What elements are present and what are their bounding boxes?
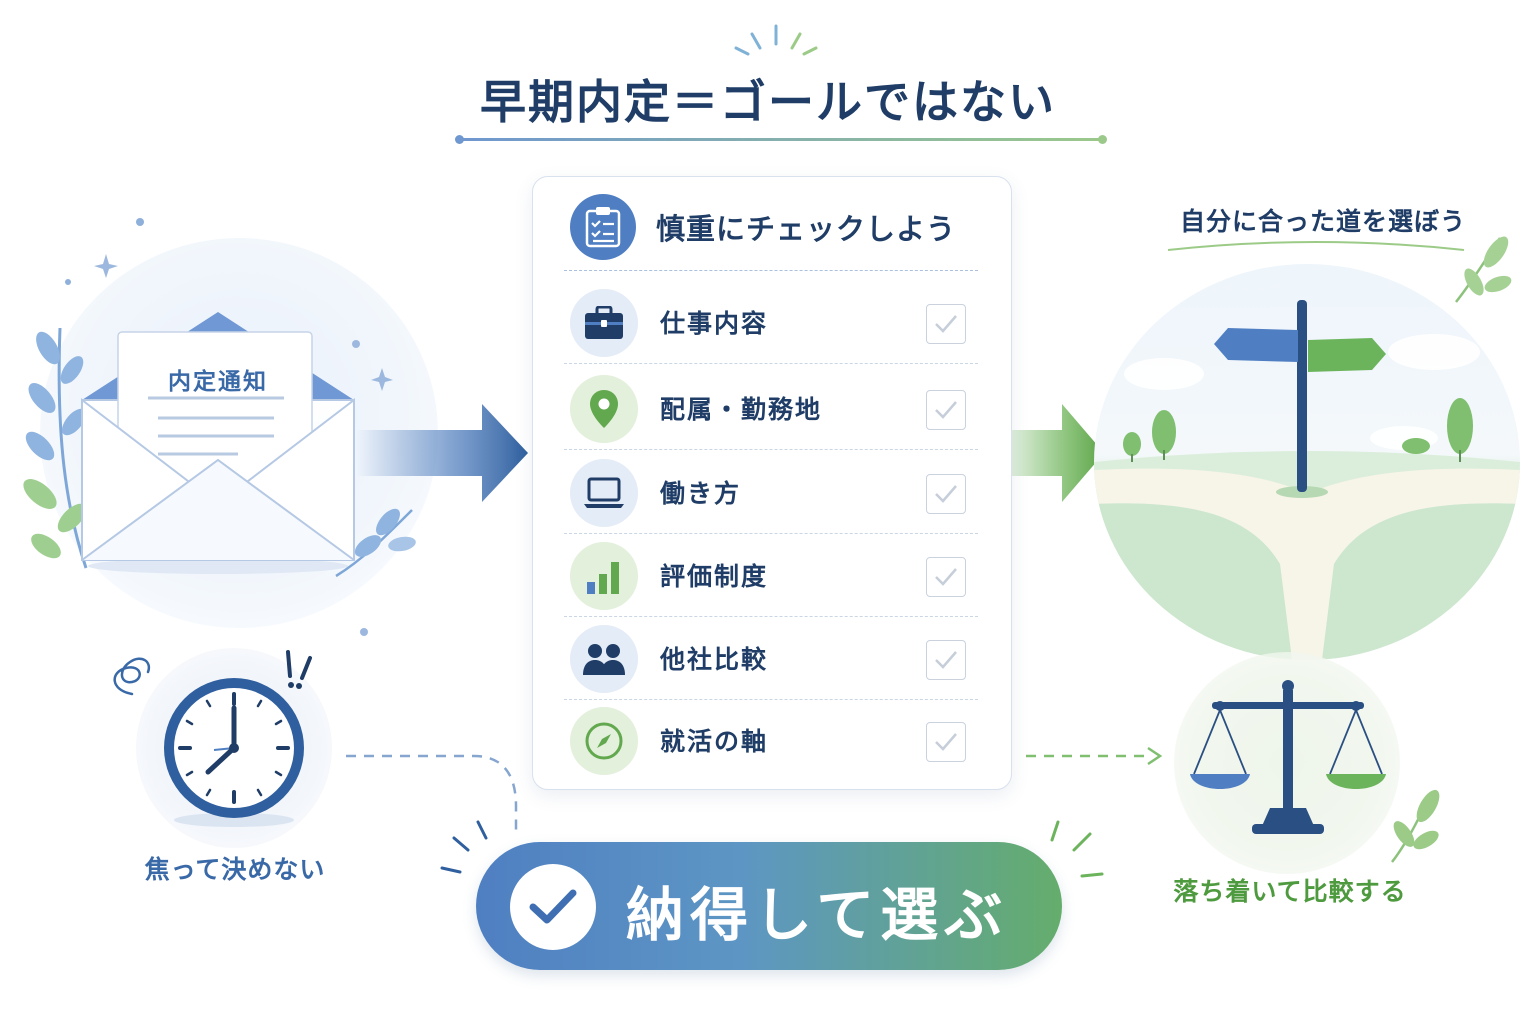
stress-scribble-icon	[113, 657, 151, 696]
clock-icon	[164, 678, 304, 827]
check-circle-icon	[510, 864, 596, 950]
checklist-title: 慎重にチェックしよう	[656, 212, 957, 246]
signpost-icon	[1214, 300, 1386, 498]
arrow-right-icon	[1012, 404, 1104, 502]
title-dot-right	[1098, 135, 1107, 144]
checkbox[interactable]	[926, 304, 966, 344]
checklist-divider	[564, 270, 978, 271]
checkbox[interactable]	[926, 390, 966, 430]
balance-scale-icon	[1190, 680, 1386, 834]
sparkle-rays-icon	[734, 24, 818, 56]
checklist-item-job-hunting-axis[interactable]: 就活の軸	[564, 700, 978, 782]
checklist-item-location[interactable]: 配属・勤務地	[564, 368, 978, 450]
scale-caption: 落ち着いて比較する	[1173, 877, 1407, 906]
leaf-sprig-icon	[1391, 789, 1440, 863]
dashed-connector-left	[346, 754, 518, 832]
road-caption: 自分に合った道を選ぼう	[1179, 207, 1466, 236]
compass-icon	[570, 707, 638, 775]
row-separator	[564, 449, 978, 450]
checklist-item-evaluation[interactable]: 評価制度	[564, 535, 978, 617]
checklist-item-label: 就活の軸	[660, 727, 769, 756]
laptop-icon	[570, 459, 638, 527]
page-title: 早期内定＝ゴールではない	[480, 75, 1056, 129]
decorative-sparkles	[65, 218, 393, 636]
bar-chart-icon	[570, 542, 638, 610]
location-pin-icon	[570, 375, 638, 443]
checkbox[interactable]	[926, 722, 966, 762]
people-icon	[570, 625, 638, 693]
sparkle-rays-icon	[1050, 820, 1104, 878]
row-separator	[564, 616, 978, 617]
checklist-item-label: 働き方	[660, 479, 742, 508]
checklist-item-label: 評価制度	[660, 562, 769, 591]
checklist-item-company-comparison[interactable]: 他社比較	[564, 618, 978, 700]
checklist-item-label: 仕事内容	[660, 309, 769, 338]
checklist-item-job-content[interactable]: 仕事内容	[564, 282, 978, 364]
sparkle-rays-icon	[440, 820, 488, 874]
title-dot-left	[455, 135, 464, 144]
title-underline	[458, 138, 1106, 141]
row-separator	[564, 533, 978, 534]
leaf-sprig-icon	[1455, 236, 1512, 303]
envelope-icon	[81, 312, 355, 574]
clock-caption: 焦って決めない	[144, 855, 326, 884]
checklist-item-work-style[interactable]: 働き方	[564, 452, 978, 534]
exclamation-icon	[286, 650, 312, 689]
dashed-arrow-right	[1026, 746, 1163, 766]
leaf-branch-icon	[23, 327, 88, 569]
caption-underline	[1167, 241, 1465, 251]
banner-label: 納得して選ぶ	[626, 881, 1009, 949]
row-separator	[564, 699, 978, 700]
checklist-item-label: 配属・勤務地	[660, 395, 823, 424]
briefcase-icon	[570, 289, 638, 357]
checkbox[interactable]	[926, 640, 966, 680]
checkbox[interactable]	[926, 474, 966, 514]
offer-letter-label: 内定通知	[168, 369, 268, 395]
checkbox[interactable]	[926, 557, 966, 597]
arrow-right-icon	[356, 404, 528, 502]
leaf-sprig-icon	[335, 508, 416, 578]
checklist-item-label: 他社比較	[660, 645, 769, 674]
clipboard-icon	[570, 194, 636, 260]
row-separator	[564, 363, 978, 364]
